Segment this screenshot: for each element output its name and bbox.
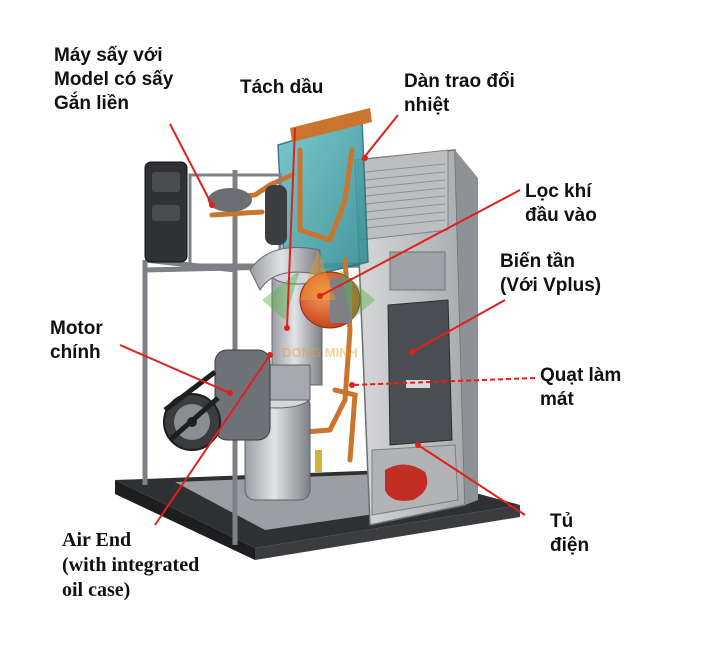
leader-air-end bbox=[154, 354, 271, 526]
control-cabinet bbox=[354, 149, 478, 526]
inlet-filter bbox=[299, 271, 361, 329]
leader-air-filter bbox=[319, 189, 521, 297]
dryer-unit bbox=[144, 161, 287, 267]
leader-dryer bbox=[169, 123, 213, 206]
leader-electrical-cabinet bbox=[417, 444, 526, 516]
label-inverter: Biến tần(Với Vplus) bbox=[500, 251, 602, 296]
leader-main-motor bbox=[119, 344, 231, 394]
leader-inverter bbox=[411, 299, 506, 353]
leader-heat-exchanger bbox=[361, 114, 399, 161]
leader-cooling-fan bbox=[351, 377, 536, 386]
label-oil-separator: Tách dầu bbox=[240, 77, 324, 98]
watermark-logo: DONG MINH bbox=[262, 250, 375, 360]
watermark-text: DONG MINH bbox=[282, 345, 358, 360]
leader-lines bbox=[119, 114, 536, 526]
leader-oil-separator bbox=[286, 127, 296, 329]
